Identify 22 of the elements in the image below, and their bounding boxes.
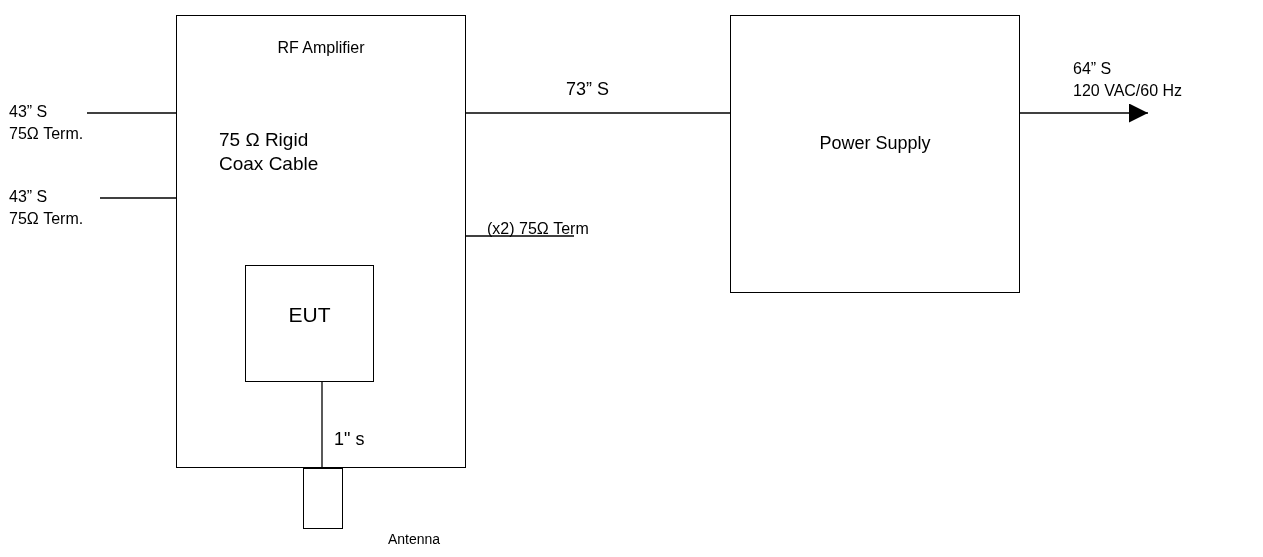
term-label: (x2) 75Ω Term xyxy=(487,219,589,239)
cable-label: 75 Ω Rigid Coax Cable xyxy=(219,128,320,176)
antenna-label: Antenna xyxy=(388,530,441,549)
term-label: 75Ω Term. xyxy=(9,124,84,144)
connector-line xyxy=(86,112,177,114)
connector-line xyxy=(99,197,177,199)
power-note: 64” S xyxy=(1073,59,1112,79)
connector-line xyxy=(465,235,575,237)
power-supply-label: Power Supply xyxy=(818,132,932,155)
power-supply-box xyxy=(730,15,1020,293)
term-label: 75Ω Term. xyxy=(9,209,84,229)
term-label: 43” S xyxy=(9,187,48,207)
connector-line xyxy=(465,112,731,114)
power-note: 120 VAC/60 Hz xyxy=(1073,81,1183,101)
amplifier-title: RF Amplifier xyxy=(276,38,366,58)
eut-box xyxy=(245,265,374,382)
arrow xyxy=(1019,103,1149,123)
term-label: 43” S xyxy=(9,102,48,122)
connector-line xyxy=(321,380,323,469)
eut-label: EUT xyxy=(287,302,332,328)
antenna-box xyxy=(303,468,343,529)
amplifier-box xyxy=(176,15,466,468)
